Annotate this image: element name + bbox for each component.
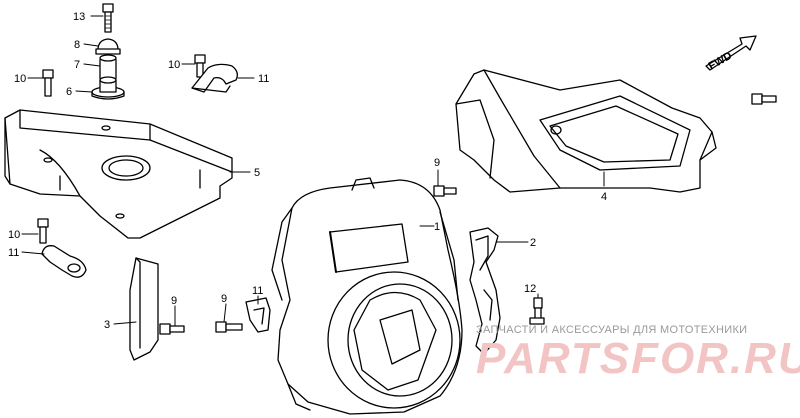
callout-5: 5 (254, 167, 260, 179)
callout-11-lower: 11 (8, 247, 19, 259)
clip-11-lower-icon (41, 245, 87, 278)
plate-3 (129, 257, 159, 361)
watermark-brand: PARTSFOR.RU (476, 334, 800, 383)
bolt-13-icon (102, 3, 114, 33)
clip-11-top-icon (191, 63, 238, 93)
callout-7: 7 (74, 59, 80, 71)
bracket-2 (469, 227, 501, 355)
callout-9-plate: 9 (171, 295, 177, 307)
callout-10-lower: 10 (8, 229, 20, 241)
bolt-10-lower-icon (37, 218, 49, 244)
callout-11-center: 11 (252, 285, 263, 297)
forward-arrow-icon (705, 35, 757, 71)
callout-6: 6 (66, 86, 72, 98)
bolt-9-upper-icon (433, 185, 457, 197)
callout-1: 1 (434, 221, 440, 233)
bolt-right-icon (751, 93, 777, 105)
fwd-label: FWD (707, 50, 735, 73)
grommet-6-icon (91, 76, 125, 100)
bolt-12-icon (529, 297, 545, 325)
watermark-caption: ЗАПЧАСТИ И АКСЕССУАРЫ ДЛЯ МОТОТЕХНИКИ (476, 324, 748, 336)
fan-housing-1 (271, 177, 463, 415)
callout-3: 3 (104, 319, 110, 331)
top-cover-5 (4, 109, 233, 239)
callout-9-center: 9 (221, 293, 227, 305)
callout-10-top: 10 (168, 59, 180, 71)
callout-13: 13 (73, 11, 85, 23)
shroud-4 (455, 69, 717, 193)
callout-8: 8 (74, 39, 80, 51)
callout-10-left: 10 (14, 73, 26, 85)
bolt-9-center-icon (215, 321, 243, 333)
callout-4: 4 (601, 191, 607, 203)
bolt-10-left-icon (42, 69, 54, 97)
leader-lines (21, 15, 605, 327)
callout-12: 12 (524, 283, 536, 295)
clip-11-center-icon (245, 297, 271, 333)
cap-8-icon (95, 38, 121, 55)
collar-7-icon (99, 54, 117, 81)
callout-2: 2 (530, 237, 536, 249)
callout-9-upper: 9 (434, 157, 440, 169)
bolt-9-plate-icon (159, 323, 185, 335)
callout-11-top: 11 (258, 73, 269, 85)
